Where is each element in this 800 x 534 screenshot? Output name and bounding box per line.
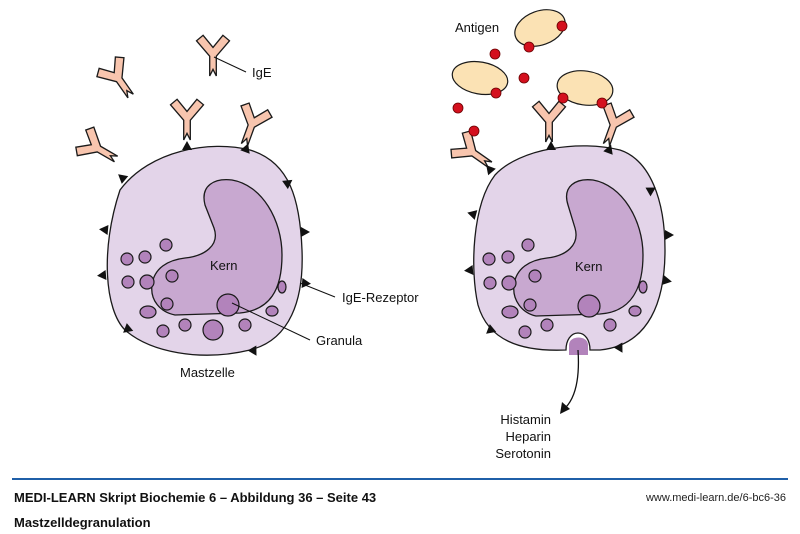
mediator-heparin: Heparin	[505, 429, 551, 444]
label-kern-right: Kern	[575, 259, 602, 274]
bound-ige-antibody	[169, 98, 205, 141]
nucleus	[151, 179, 283, 316]
released-mediators-list: Histamin Heparin Serotonin	[495, 412, 551, 461]
antigen-dots	[452, 20, 608, 137]
bound-ige-antibody	[531, 100, 567, 143]
ige-pointer-line	[213, 56, 247, 73]
footer-rule	[12, 478, 788, 480]
footer-subtitle: Mastzelldegranulation	[14, 515, 151, 530]
granules	[482, 238, 648, 339]
ige-antibody	[195, 34, 231, 77]
mediator-histamin: Histamin	[500, 412, 551, 427]
bound-ige-antibody	[590, 100, 637, 151]
arrowhead-icon	[560, 402, 570, 414]
label-ige: IgE	[252, 65, 272, 80]
label-kern: Kern	[210, 258, 237, 273]
granula-pointer-line	[231, 302, 311, 341]
label-ige-rezeptor: IgE-Rezeptor	[342, 290, 419, 305]
footer-url[interactable]: www.medi-learn.de/6-bc6-36	[645, 492, 786, 504]
mast-cell-degranulation-figure: IgE Kern IgE-Rezep	[71, 9, 674, 461]
antigen-particles	[451, 9, 614, 106]
right-panel: Antigen	[446, 9, 674, 461]
label-mastzelle: Mastzelle	[180, 365, 235, 380]
release-arrow	[562, 349, 580, 411]
ige-antibody	[71, 123, 125, 174]
released-granule	[569, 337, 588, 355]
mediator-serotonin: Serotonin	[495, 446, 551, 461]
left-panel: IgE Kern IgE-Rezep	[71, 34, 419, 380]
label-antigen: Antigen	[455, 20, 499, 35]
nucleus	[513, 179, 644, 317]
bound-ige-antibody	[228, 100, 275, 151]
ige-antibody	[93, 52, 145, 107]
label-granula: Granula	[316, 333, 363, 348]
receptor-pointer-line	[299, 282, 336, 298]
footer-title: MEDI-LEARN Skript Biochemie 6 – Abbildun…	[14, 490, 377, 505]
granules	[120, 238, 287, 341]
